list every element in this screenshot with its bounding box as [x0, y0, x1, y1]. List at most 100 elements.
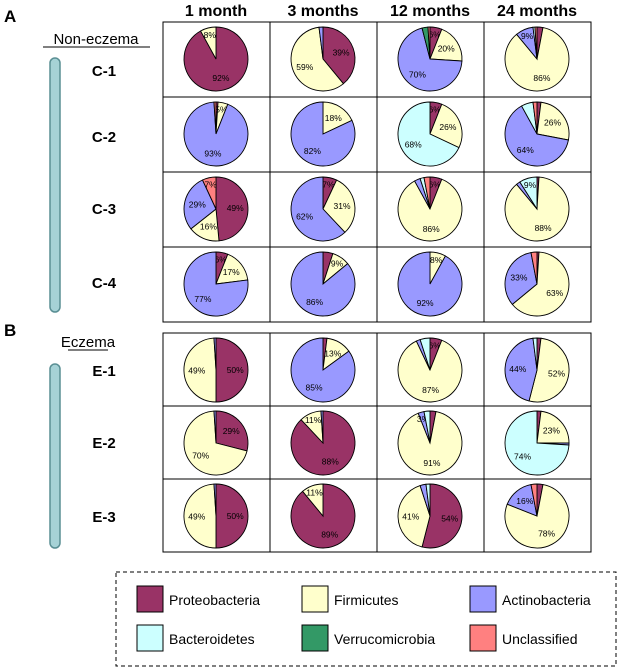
pie-slice-e-3-12-months-proteobacteria — [421, 483, 463, 549]
pie-slice-c-1-1-month-firmicutes — [199, 26, 217, 60]
pie-label-e-1-12-months-firmicutes: 87% — [422, 385, 439, 395]
pie-label-c-3-1-month-proteobacteria: 49% — [227, 203, 244, 213]
pie-slice-e-2-1-month-firmicutes — [183, 410, 248, 476]
pie-slice-e-1-24-months-firmicutes — [528, 337, 570, 403]
group-label-non-eczema: Non-eczema — [53, 31, 139, 48]
panel-letter-a: A — [4, 7, 16, 26]
pie-slice-c-2-12-months-firmicutes — [429, 103, 463, 149]
pie-label-e-3-1-month-firmicutes: 49% — [188, 512, 205, 522]
pie-label-c-4-1-month-proteobacteria: 6% — [215, 255, 228, 265]
pie-c-4-12-months: 8%92% — [397, 251, 463, 317]
row-label-c-1: C-1 — [92, 63, 116, 80]
legend-swatch-proteobacteria — [136, 585, 164, 613]
pie-slice-c-4-1-month-actinobacteria — [183, 251, 249, 317]
pie-slice-c-3-12-months-unclassified — [423, 176, 431, 210]
pie-e-3-1-month: 50%49% — [183, 483, 249, 549]
pie-slice-e-3-12-months-bacteroidetes — [425, 483, 431, 517]
pie-slice-c-4-24-months-firmicutes — [511, 251, 570, 317]
pie-slice-e-1-24-months-bacteroidetes — [532, 337, 538, 371]
pie-label-e-2-1-month-firmicutes: 70% — [192, 451, 209, 461]
pie-label-c-4-1-month-firmicutes: 17% — [223, 267, 240, 277]
pie-slice-c-2-24-months-actinobacteria — [504, 105, 569, 167]
pie-c-3-1-month: 49%16%29%7% — [183, 176, 249, 242]
pie-label-c-1-3-months-proteobacteria: 39% — [333, 48, 350, 58]
pie-label-c-1-1-month-firmicutes: 8% — [204, 30, 217, 40]
pie-label-e-1-1-month-proteobacteria: 50% — [227, 365, 244, 375]
legend-label-unclassified: Unclassified — [502, 631, 577, 647]
pie-slice-c-3-3-months-firmicutes — [322, 179, 356, 233]
pie-c-1-3-months: 39%59% — [290, 26, 356, 92]
pie-label-e-1-24-months-firmicutes: 52% — [548, 369, 565, 379]
pie-slice-e-2-12-months-firmicutes — [397, 411, 463, 476]
pie-label-e-1-3-months-firmicutes: 13% — [324, 349, 341, 359]
pie-e-2-1-month: 29% 70% — [183, 410, 249, 476]
pie-slice-c-1-3-months-firmicutes — [290, 26, 345, 92]
group-bar-non-eczema — [49, 57, 61, 313]
pie-slice-e-1-12-months-firmicutes — [397, 339, 463, 403]
pie-e-2-3-months: 88%11% — [290, 410, 356, 476]
pie-label-e-1-3-months-actinobacteria: 85% — [305, 383, 322, 393]
pie-slice-e-3-12-months-firmicutes — [397, 485, 431, 548]
pie-label-c-3-1-month-firmicutes: 16% — [200, 222, 217, 232]
pie-label-c-2-12-months-proteobacteria: 6% — [429, 105, 442, 115]
legend-swatch-bacteroidetes — [136, 624, 164, 652]
pie-slice-e-1-1-month-proteobacteria — [215, 337, 249, 403]
pie-c-1-24-months: 86%9% — [504, 26, 570, 92]
pie-slice-c-1-3-months-actinobacteria — [318, 26, 324, 60]
pie-slice-c-2-1-month-unclassified — [213, 101, 217, 135]
pie-label-c-2-12-months-firmicutes: 26% — [439, 122, 456, 132]
pie-label-c-1-12-months-firmicutes: 20% — [438, 44, 455, 54]
pie-label-e-2-24-months-firmicutes: 23% — [543, 425, 560, 435]
pie-slice-c-4-12-months-actinobacteria — [397, 251, 463, 317]
pie-label-e-3-12-months-firmicutes: 41% — [402, 512, 419, 522]
pie-slice-c-1-12-months-unclassified — [427, 26, 431, 60]
grid-lines — [162, 21, 592, 553]
pie-label-e-2-1-month-proteobacteria: 29% — [223, 426, 240, 436]
pie-label-e-1-1-month-firmicutes: 49% — [188, 366, 205, 376]
pie-label-c-4-12-months-actinobacteria: 92% — [417, 298, 434, 308]
pie-slice-c-4-24-months-actinobacteria — [504, 252, 538, 306]
pie-e-2-12-months: 91%3% — [397, 410, 463, 476]
column-header-12-months: 12 months — [390, 3, 470, 20]
pie-c-3-12-months: 6%86% — [397, 176, 463, 242]
pie-slice-e-2-24-months-bacteroidetes — [504, 410, 570, 476]
pie-slice-e-2-1-month-actinobacteria — [213, 410, 217, 444]
pie-slice-c-1-24-months-unclassified — [534, 26, 538, 60]
pie-slice-e-1-12-months-bacteroidetes — [419, 337, 431, 371]
pie-label-c-2-1-month-actinobacteria: 93% — [204, 149, 221, 159]
pie-slice-e-1-3-months-actinobacteria — [290, 337, 356, 403]
pie-label-c-2-1-month-firmicutes: 5% — [215, 105, 228, 115]
pie-label-c-1-12-months-actinobacteria: 70% — [409, 69, 426, 79]
pie-slice-e-2-1-month-proteobacteria — [215, 410, 249, 452]
legend-swatch-firmicutes — [301, 585, 329, 613]
pie-label-e-1-24-months-actinobacteria: 44% — [509, 364, 526, 374]
pie-c-3-24-months: 88%9% — [504, 176, 570, 242]
row-label-e-1: E-1 — [92, 363, 115, 380]
pie-label-e-3-3-months-firmicutes: 11% — [306, 488, 323, 498]
pie-label-c-3-1-month-unclassified: 7% — [204, 180, 217, 190]
pie-e-3-12-months: 54%41% — [397, 483, 463, 549]
pie-e-3-3-months: 89%11% — [290, 483, 356, 549]
pie-label-c-4-3-months-actinobacteria: 86% — [306, 297, 323, 307]
pie-slice-e-3-24-months-unclassified — [530, 483, 538, 517]
pie-slice-c-2-24-months-unclassified — [532, 101, 538, 135]
pie-label-e-2-3-months-proteobacteria: 88% — [322, 456, 339, 466]
pie-c-4-1-month: 6%17%77% — [183, 251, 249, 317]
pie-label-c-1-12-months-proteobacteria: 6% — [429, 30, 442, 40]
legend-box — [115, 571, 617, 667]
column-header-24-months: 24 months — [497, 3, 577, 20]
pie-label-c-2-3-months-actinobacteria: 82% — [304, 146, 321, 156]
pie-label-c-1-24-months-actinobacteria: 9% — [521, 31, 534, 41]
pie-label-c-2-3-months-firmicutes: 18% — [325, 113, 342, 123]
legend-label-proteobacteria: Proteobacteria — [169, 592, 260, 608]
pie-slice-e-1-1-month-actinobacteria — [213, 337, 217, 371]
pie-slice-c-1-12-months-firmicutes — [429, 28, 463, 62]
pie-label-e-1-12-months-proteobacteria: 6% — [429, 341, 442, 351]
row-label-c-4: C-4 — [92, 275, 117, 292]
pie-label-c-1-1-month-proteobacteria: 92% — [212, 73, 229, 83]
pie-e-1-3-months: 13% 85% — [290, 337, 356, 403]
legend-swatch-unclassified — [469, 624, 497, 652]
pie-c-3-3-months: 7%31%62% — [290, 176, 356, 242]
pie-c-2-1-month: 5% 93% — [183, 101, 249, 167]
